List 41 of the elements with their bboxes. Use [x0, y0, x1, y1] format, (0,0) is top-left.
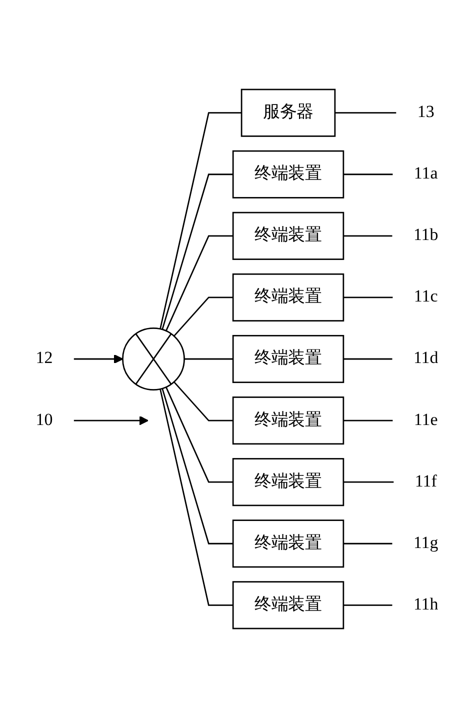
arrow	[74, 354, 124, 364]
connector	[160, 388, 234, 606]
node-box: 终端装置	[232, 581, 344, 630]
connector	[184, 358, 234, 360]
node-text: 11g	[413, 534, 438, 552]
node-box: 终端装置	[232, 458, 344, 506]
connector	[160, 112, 242, 330]
node-text: 11d	[413, 349, 438, 368]
node-text: 11b	[413, 226, 438, 244]
node-text: 12	[36, 349, 53, 368]
node-text: 11c	[414, 288, 438, 306]
node-box: 终端装置	[232, 150, 344, 198]
node-text: 13	[417, 103, 434, 122]
connector	[343, 604, 392, 606]
node-box: 终端装置	[232, 520, 344, 568]
node-box: 终端装置	[232, 212, 344, 260]
connector	[343, 542, 392, 544]
node-box: 终端装置	[232, 273, 344, 322]
node-ellipse	[122, 328, 185, 390]
connector	[174, 296, 234, 337]
connector	[174, 381, 234, 422]
node-text: 10	[36, 410, 53, 430]
connector	[162, 388, 234, 544]
connector	[343, 420, 393, 422]
arrow	[74, 416, 149, 426]
node-box: 服务器	[240, 88, 336, 137]
node-text: 11a	[414, 164, 438, 183]
node-text: 11e	[414, 410, 438, 430]
connector	[162, 174, 234, 330]
node-box: 终端装置	[232, 334, 344, 384]
node-text: 11f	[414, 472, 437, 491]
connector	[165, 235, 234, 332]
connector	[343, 481, 394, 483]
connector	[343, 174, 393, 176]
connector	[343, 296, 393, 298]
node-text: 11h	[413, 596, 438, 614]
connector	[165, 386, 234, 483]
connector	[343, 235, 392, 237]
node-box: 终端装置	[232, 396, 344, 445]
connector	[343, 358, 392, 360]
connector	[334, 112, 396, 114]
